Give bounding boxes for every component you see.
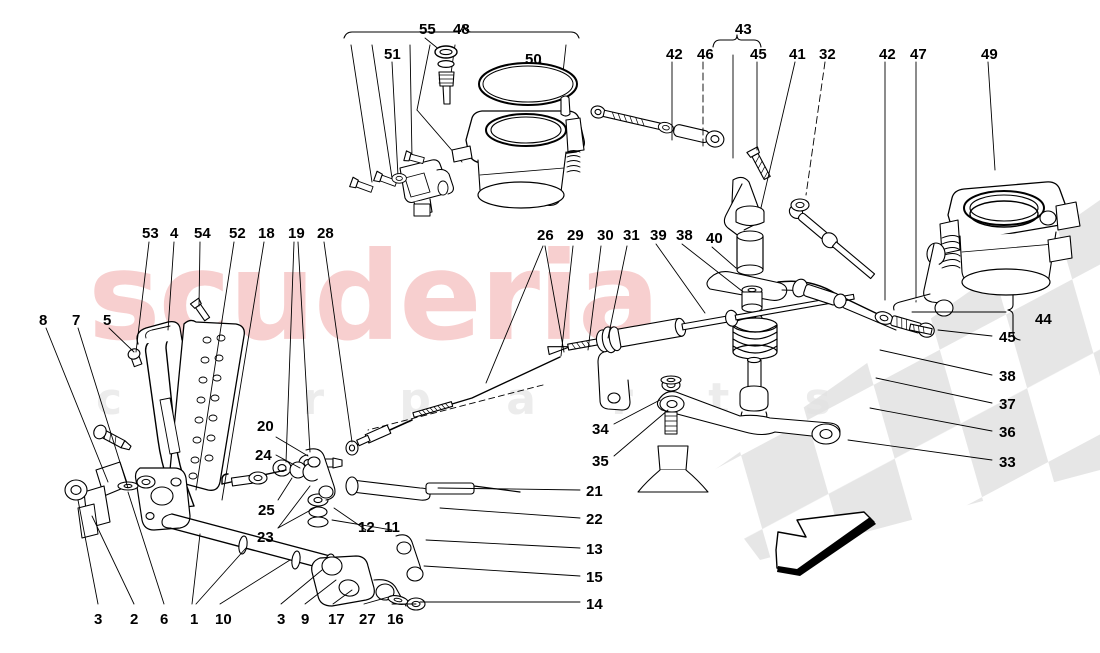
callout-28: 28 [317, 225, 334, 242]
callout-49: 49 [981, 46, 998, 63]
callout-55: 55 [419, 21, 436, 38]
throttle-rod-assembly [298, 293, 855, 472]
leaders-top-right [671, 54, 996, 303]
callout-10: 10 [215, 611, 232, 628]
callout-16: 16 [387, 611, 404, 628]
callout-13: 13 [586, 541, 603, 558]
callout-7: 7 [72, 312, 81, 329]
callout-52: 52 [229, 225, 246, 242]
callout-19: 19 [288, 225, 305, 242]
link-rod-upper [590, 105, 771, 181]
bracket-43 [712, 34, 762, 48]
callout-40: 40 [706, 230, 723, 247]
callout-27: 27 [359, 611, 376, 628]
accelerator-pedal-assembly [64, 297, 521, 611]
callout-14: 14 [586, 596, 603, 613]
callout-20: 20 [257, 418, 274, 435]
callout-3: 3 [277, 611, 286, 628]
callout-46: 46 [697, 46, 714, 63]
callout-17: 17 [328, 611, 345, 628]
callout-5: 5 [103, 312, 112, 329]
callout-44: 44 [1035, 311, 1052, 328]
right-cable-run [777, 198, 935, 338]
callout-34: 34 [592, 421, 609, 438]
screws-left-cluster [349, 150, 425, 193]
callout-35: 35 [592, 453, 609, 470]
callout-38: 38 [999, 368, 1016, 385]
callout-24: 24 [255, 447, 272, 464]
leaders-right [419, 311, 1007, 603]
callout-21: 21 [586, 483, 603, 500]
callout-41: 41 [789, 46, 806, 63]
callout-30: 30 [597, 227, 614, 244]
callout-50: 50 [525, 51, 542, 68]
throttle-linkage-tower [637, 176, 841, 493]
leaders-rod [367, 245, 628, 431]
oring-55-fitting-48 [434, 45, 458, 105]
coil-spring [732, 317, 778, 360]
callout-31: 31 [623, 227, 640, 244]
throttle-body-right [893, 181, 1081, 317]
throttle-position-sensor [399, 159, 454, 217]
callout-45: 45 [750, 46, 767, 63]
callout-45: 45 [999, 329, 1016, 346]
callout-51: 51 [384, 46, 401, 63]
callout-6: 6 [160, 611, 169, 628]
callout-47: 47 [910, 46, 927, 63]
callout-37: 37 [999, 396, 1016, 413]
bracket-top-group [343, 24, 580, 39]
callout-11: 11 [384, 519, 400, 536]
callout-33: 33 [999, 454, 1016, 471]
leaders-pedal [45, 241, 353, 501]
callout-15: 15 [586, 569, 603, 586]
callout-9: 9 [301, 611, 310, 628]
callout-4: 4 [170, 225, 179, 242]
callout-2: 2 [130, 611, 139, 628]
callout-42: 42 [666, 46, 683, 63]
callout-1: 1 [190, 611, 199, 628]
leaders-bottom [77, 436, 417, 605]
callout-38: 38 [676, 227, 693, 244]
callout-29: 29 [567, 227, 584, 244]
leaders-center [655, 243, 743, 314]
callout-39: 39 [650, 227, 667, 244]
callout-18: 18 [258, 225, 275, 242]
callout-43: 43 [735, 21, 752, 38]
callout-26: 26 [537, 227, 554, 244]
callout-12: 12 [358, 519, 375, 536]
callout-42: 42 [879, 46, 896, 63]
callout-36: 36 [999, 424, 1016, 441]
callout-25: 25 [258, 502, 275, 519]
callout-32: 32 [819, 46, 836, 63]
direction-arrow [775, 511, 876, 576]
callout-3: 3 [94, 611, 103, 628]
callout-53: 53 [142, 225, 159, 242]
throttle-body-left [451, 62, 585, 209]
callout-8: 8 [39, 312, 48, 329]
callout-22: 22 [586, 511, 603, 528]
callout-23: 23 [257, 529, 274, 546]
throttle-return-spring [941, 235, 961, 269]
callout-54: 54 [194, 225, 211, 242]
callout-48: 48 [453, 21, 470, 38]
